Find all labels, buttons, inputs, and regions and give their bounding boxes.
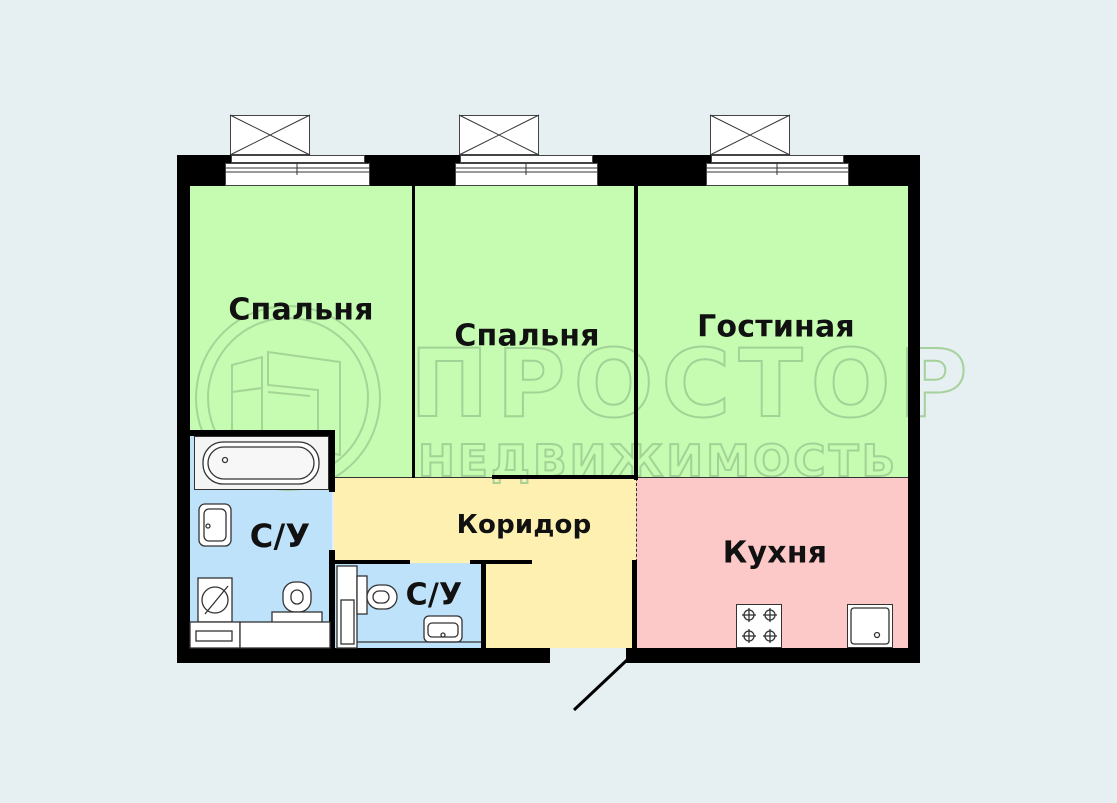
stove-icon bbox=[736, 604, 782, 648]
watermark-subtitle: НЕДВИЖИМОСТЬ bbox=[417, 435, 899, 488]
outer-wall-bottom-left bbox=[177, 648, 550, 663]
watermark-brand: ПРОСТОР bbox=[409, 329, 976, 440]
label-kitchen: Кухня bbox=[722, 535, 828, 571]
room-bedroom-2 bbox=[414, 186, 636, 478]
partition-bedroom2-corridor bbox=[492, 475, 636, 479]
partition-bedroom2-living bbox=[634, 186, 638, 480]
partition-bedroom1-bedroom2 bbox=[412, 186, 415, 478]
bathtub-icon bbox=[194, 436, 329, 490]
bathroom2-top-wall-right bbox=[470, 560, 532, 564]
kitchen-sink-icon bbox=[847, 604, 893, 648]
bathroom1-top-wall bbox=[190, 430, 335, 436]
label-bathroom-2: С/У bbox=[405, 577, 463, 613]
label-bedroom-2: Спальня bbox=[454, 318, 600, 354]
bathroom2-right-wall bbox=[481, 560, 486, 648]
room-living-room bbox=[636, 186, 908, 478]
outer-wall-right bbox=[908, 155, 920, 663]
label-corridor: Коридор bbox=[456, 510, 592, 540]
entrance-door-icon bbox=[572, 658, 629, 712]
label-bedroom-1: Спальня bbox=[228, 292, 374, 328]
bathroom1-right-wall-bottom bbox=[329, 550, 335, 648]
room-corridor-entry bbox=[484, 563, 636, 648]
bathroom1-right-wall-top bbox=[329, 430, 335, 492]
bathroom2-top-wall-left bbox=[334, 560, 410, 564]
outer-wall-left bbox=[177, 155, 190, 663]
label-bathroom-1: С/У bbox=[249, 517, 311, 555]
label-living-room: Гостиная bbox=[697, 309, 855, 345]
outer-wall-bottom-right bbox=[626, 648, 920, 663]
corridor-kitchen-wall bbox=[632, 560, 637, 648]
